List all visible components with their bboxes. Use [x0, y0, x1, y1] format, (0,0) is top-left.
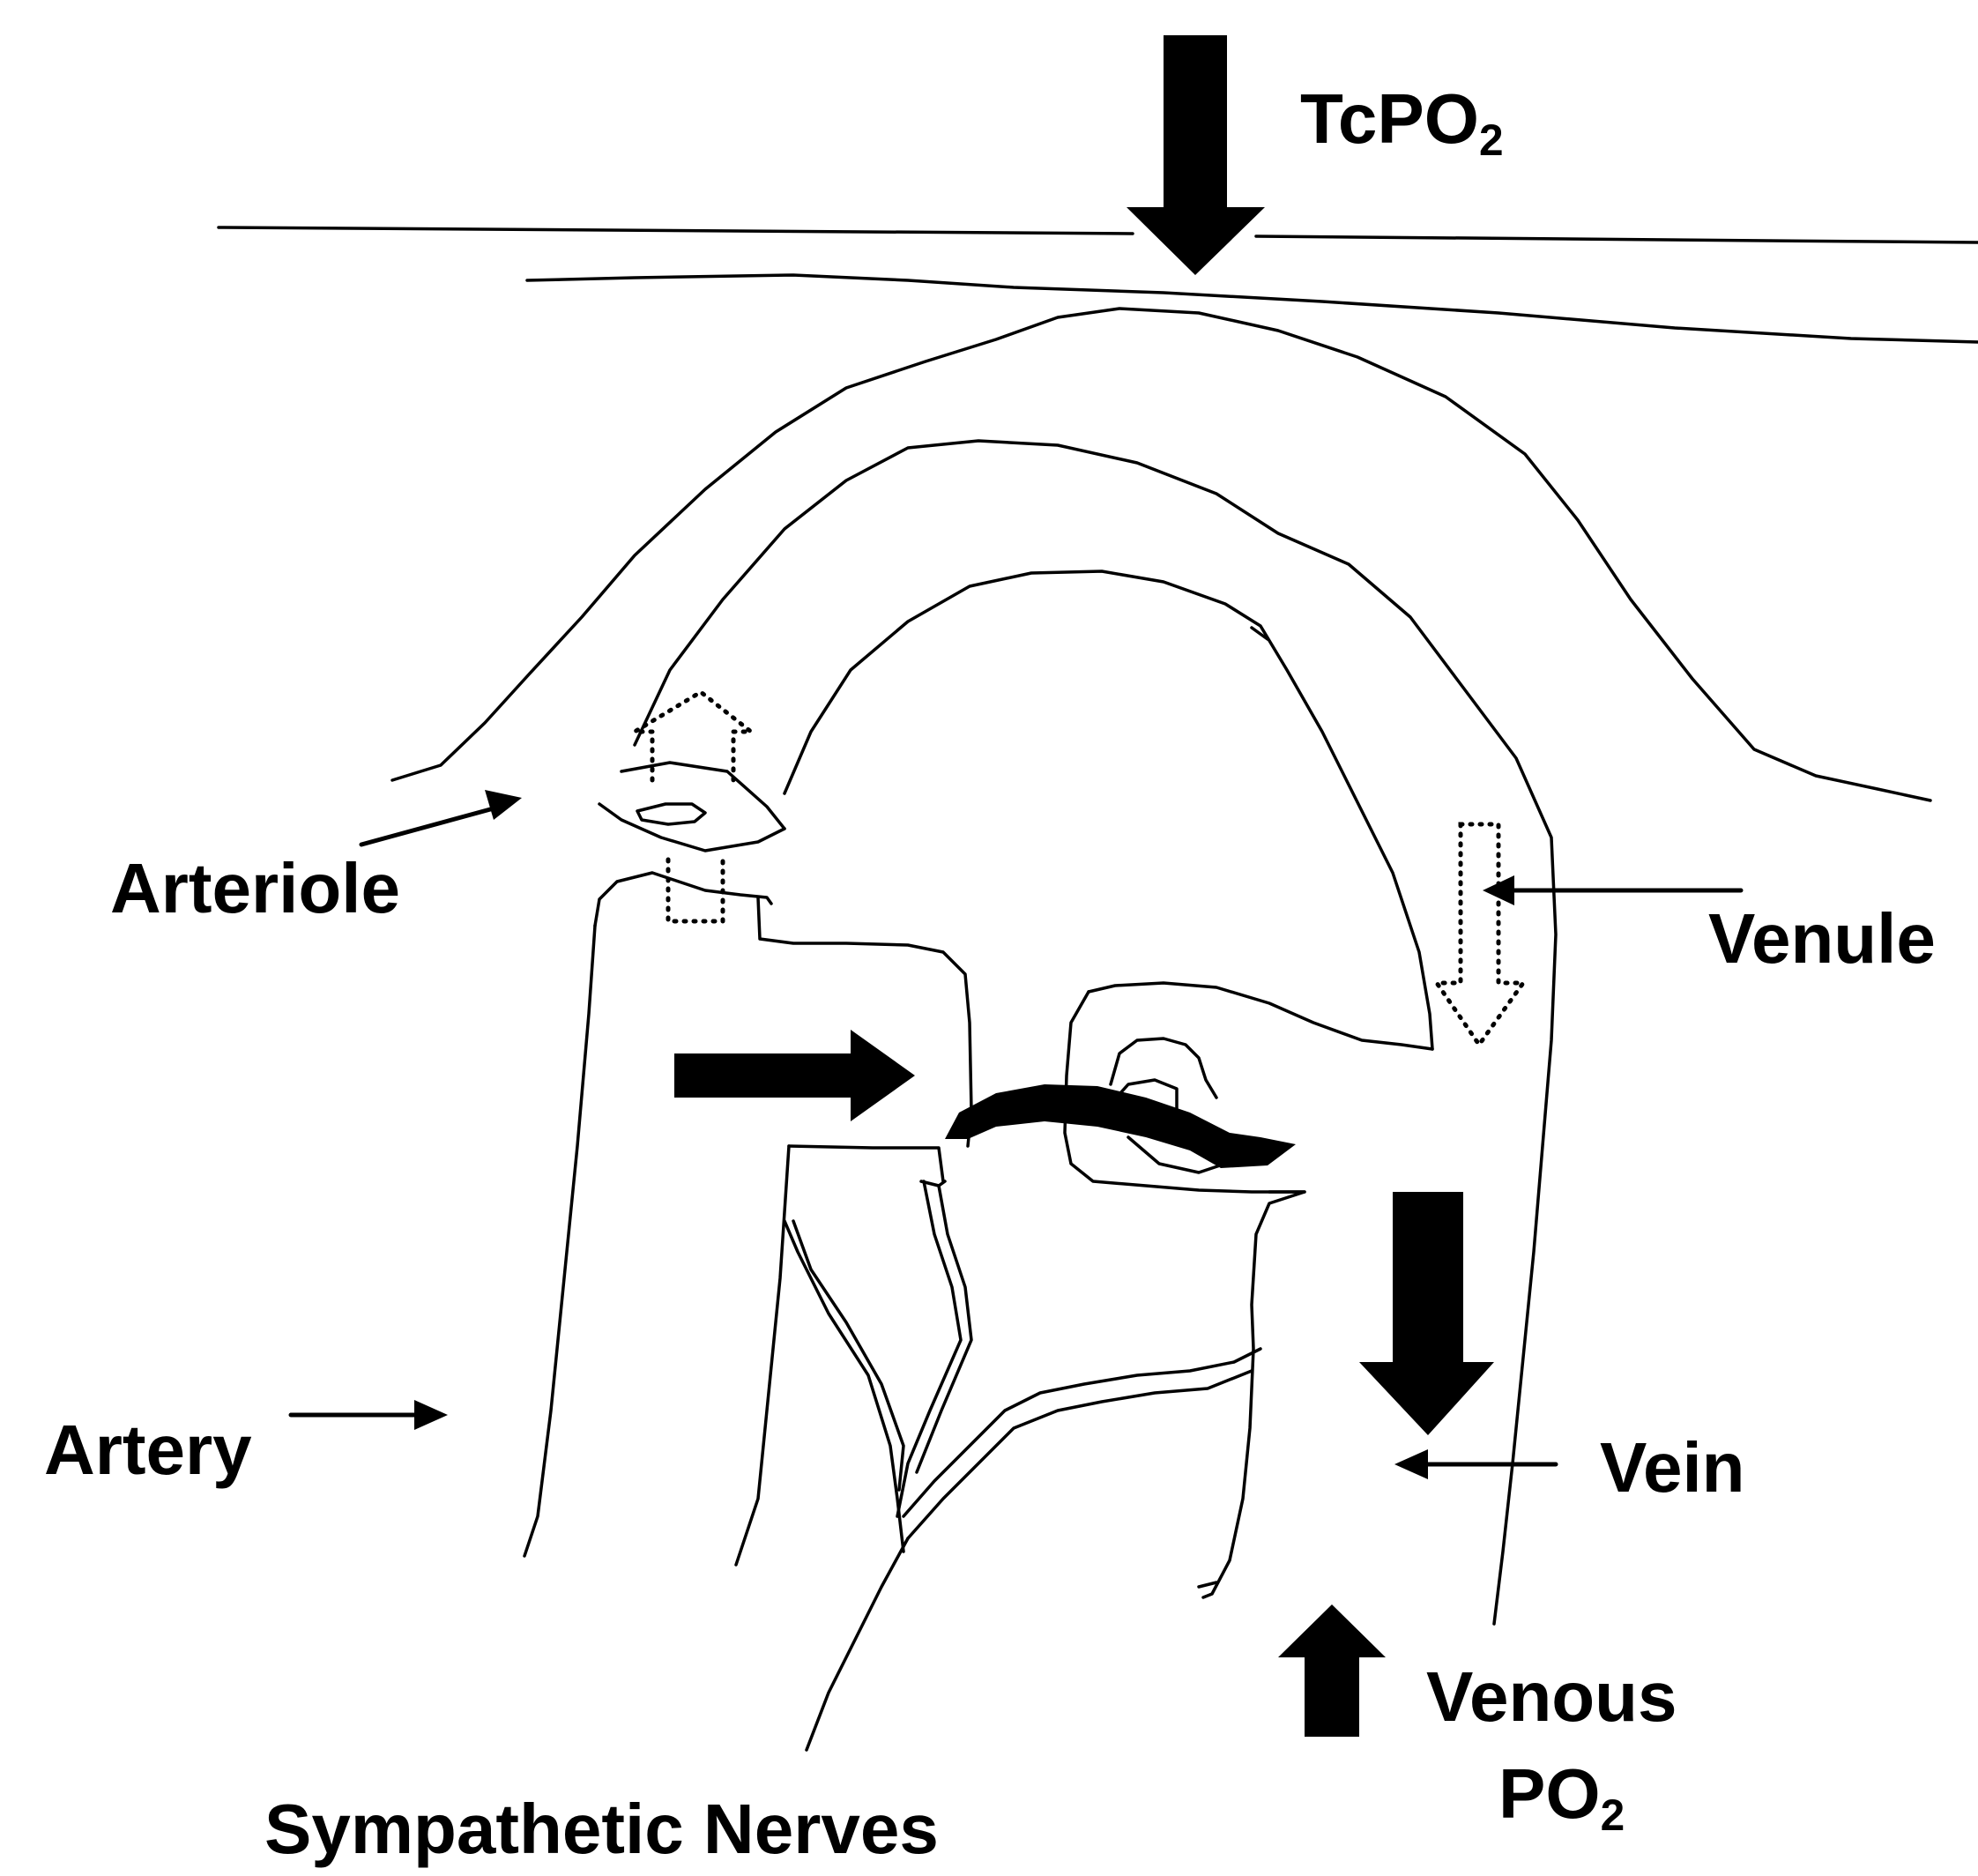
venous-po2-arrow-up-icon — [1278, 1604, 1386, 1737]
nerve-stem — [807, 1538, 908, 1750]
venous-label: Venous — [1426, 1662, 1677, 1732]
skin-surface-upper-line — [219, 227, 1978, 242]
artery-bottom-hook — [789, 1146, 943, 1181]
artery-left-outer-line — [524, 926, 595, 1556]
nerve-fibre-1 — [785, 1221, 903, 1552]
shunt-inner-ring — [1111, 1038, 1216, 1098]
arteriole-inner-slit — [637, 804, 705, 824]
tcpo2-arrow-icon — [1127, 35, 1265, 275]
venous-po2-label-sub: 2 — [1601, 1790, 1625, 1840]
outer-tissue-contour — [392, 309, 1930, 800]
artery-right-inner-line — [736, 1146, 789, 1565]
tcpo2-label: TcPO2 — [1300, 84, 1504, 154]
middle-tissue-contour — [635, 441, 1556, 1624]
arteriole-vessel-upper — [621, 763, 785, 829]
shunt-curved-arrow-icon — [945, 1084, 1296, 1168]
flow-arrow-right-icon — [674, 1030, 915, 1121]
artery-pointer-head-icon — [414, 1400, 448, 1430]
vein-left-wall-tick — [1199, 1582, 1216, 1587]
vein-label: Vein — [1600, 1433, 1745, 1503]
vein-left-wall — [1203, 1192, 1305, 1597]
sympathetic-nerves-label: Sympathetic Nerves — [264, 1794, 939, 1865]
venule-label: Venule — [1708, 904, 1936, 974]
skin-surface-lower-line — [527, 275, 1978, 342]
tcpo2-label-main: TcPO — [1300, 79, 1479, 158]
artery-label: Artery — [44, 1415, 252, 1485]
tcpo2-label-sub: 2 — [1479, 115, 1504, 165]
venous-po2-label-main: PO — [1498, 1754, 1601, 1833]
venule-dotted-arrow-down — [1437, 824, 1523, 1045]
arteriole-pointer-head-icon — [485, 790, 522, 820]
nerve-fibre-4 — [917, 1186, 971, 1472]
capillary-loop-inner-contour — [785, 571, 1432, 1049]
venous-po2-label: PO2 — [1498, 1759, 1625, 1829]
artery-left-wall — [595, 873, 771, 926]
arteriole-pointer-line — [361, 808, 494, 845]
arteriole-label: Arteriole — [110, 853, 400, 924]
vein-arrow-down-icon — [1359, 1192, 1494, 1435]
vein-pointer-head-icon — [1394, 1449, 1428, 1479]
arteriole-vessel-lower — [599, 804, 785, 851]
nerve-fibre-2 — [793, 1221, 903, 1490]
